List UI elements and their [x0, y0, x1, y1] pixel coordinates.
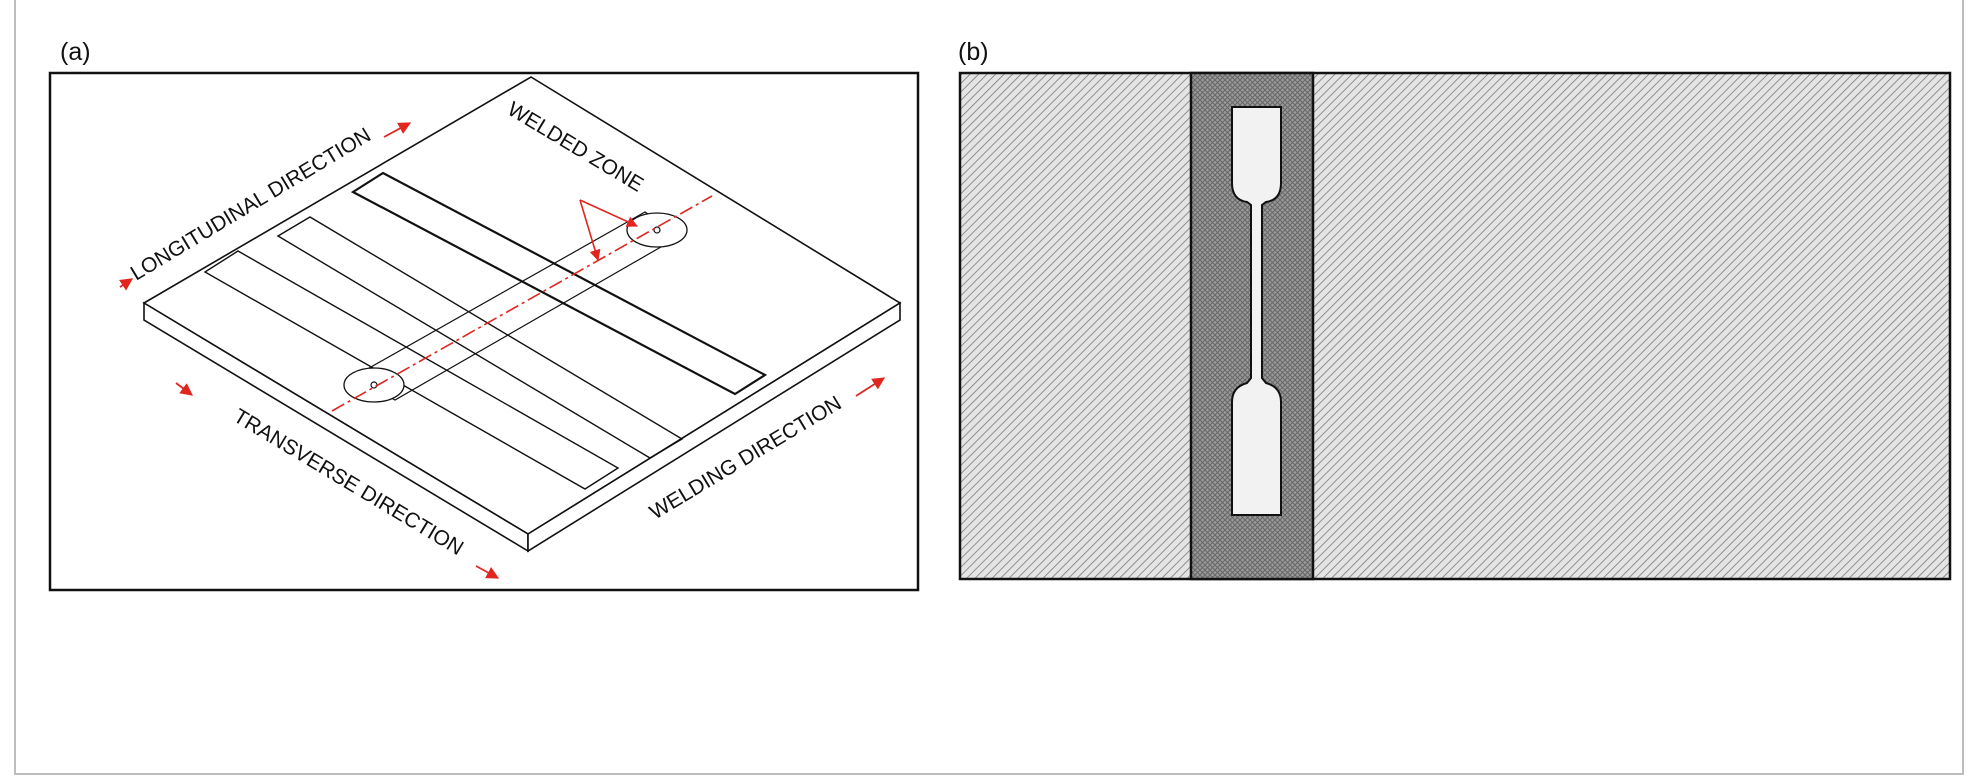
weld-end-point [653, 226, 661, 234]
panel-b [958, 71, 1952, 581]
welded-zone-leader-2 [579, 199, 639, 227]
longitudinal-arrow-tail [119, 278, 134, 291]
specimen-outline-1 [350, 171, 768, 396]
panel-a-label: (a) [60, 38, 91, 66]
plate-top-face [142, 76, 902, 535]
specimen-outline-2 [276, 216, 684, 459]
base-metal-plate [958, 71, 1952, 581]
weld-centerline [331, 195, 713, 412]
panel-a-frame [48, 71, 920, 592]
plate-right-face [527, 301, 901, 553]
welding-direction-arrow [855, 377, 886, 397]
transverse-arrow [475, 565, 500, 579]
longitudinal-arrow [383, 122, 412, 138]
figure-frame [14, 0, 1964, 775]
panel-b-label: (b) [958, 38, 989, 66]
transverse-arrow-tail [175, 382, 194, 396]
tensile-specimen [1231, 106, 1282, 516]
welded-zone-leader-1 [579, 199, 601, 262]
weld-end-circle [626, 212, 688, 248]
weld-start-circle [343, 367, 405, 403]
specimen-outline-3 [203, 250, 620, 490]
panel-a: LONGITUDINAL DIRECTION WELDED ZONE TRANS… [48, 71, 920, 592]
